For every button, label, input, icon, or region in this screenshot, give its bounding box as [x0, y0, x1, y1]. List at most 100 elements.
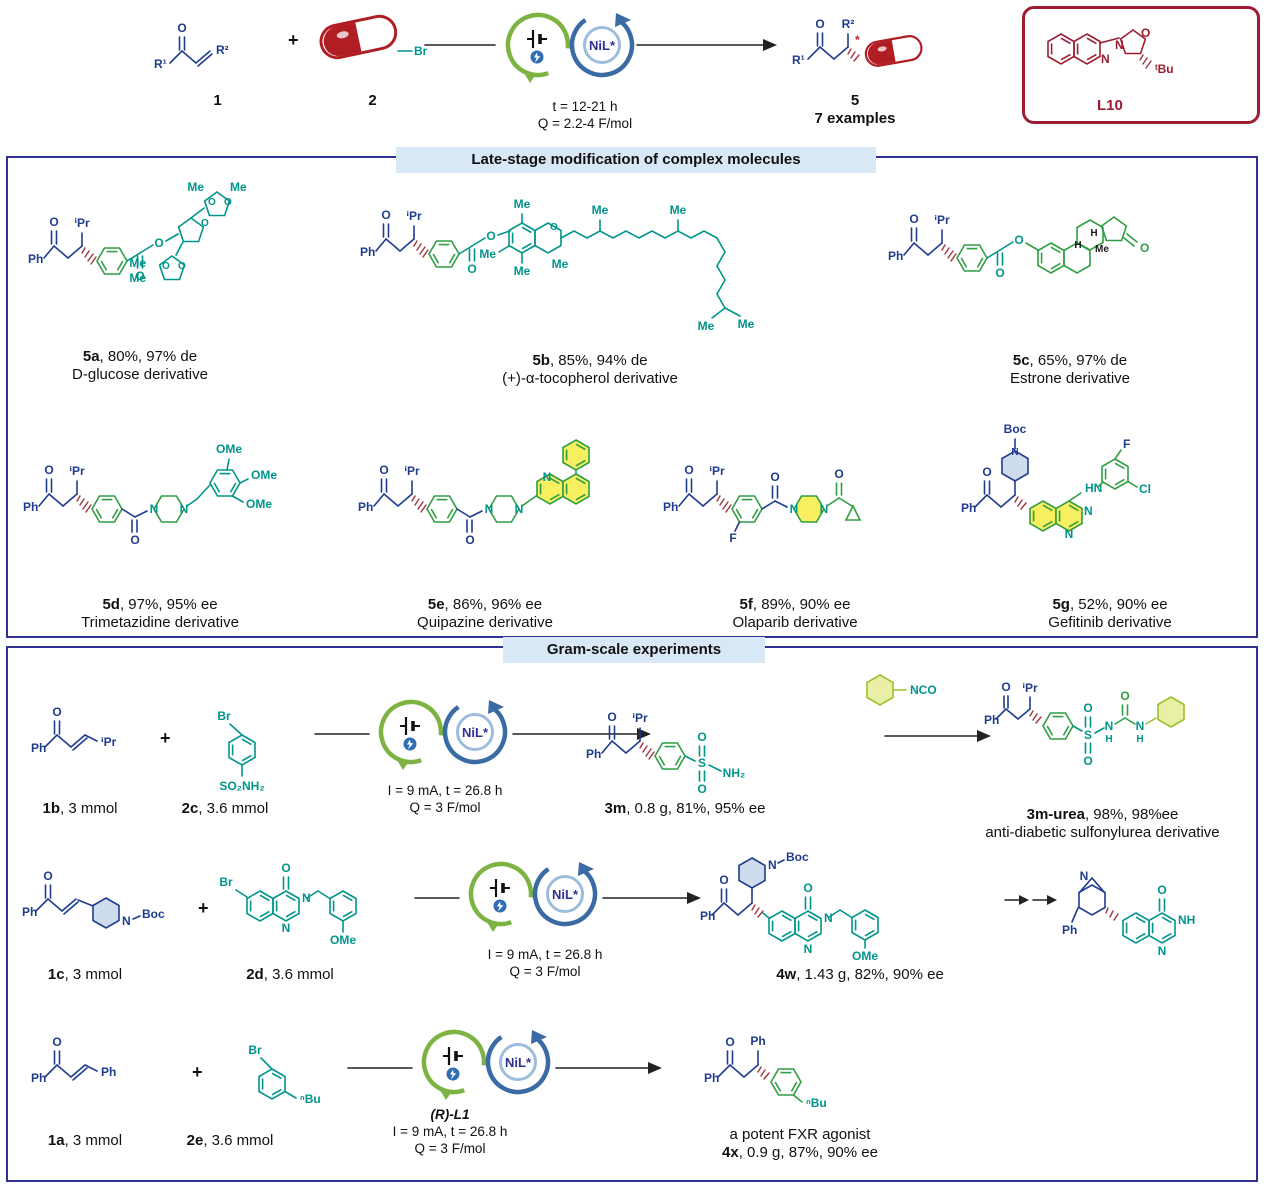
atom-label: Br [219, 875, 233, 889]
atom-label: O [208, 197, 216, 208]
electrochemical-cell-icon [500, 4, 643, 86]
atom-label: O [154, 236, 163, 250]
benzene-ring [426, 495, 458, 523]
atom-label: O [1120, 689, 1129, 703]
phenyl-ketone-fragment [27, 214, 97, 267]
structure-5a: O O O O O Me Me O O Me Me [27, 180, 247, 285]
caption-3m: 3m, 0.8 g, 81%, 95% ee [604, 800, 766, 817]
atom-label: NCO [910, 683, 937, 697]
plus-sign: + [198, 898, 209, 918]
atom-label: Ph [750, 1034, 765, 1048]
phenyl-ketone-fragment [887, 211, 957, 264]
arrowhead [687, 892, 701, 904]
atom-label: O [697, 730, 706, 744]
atom-label: H [1090, 228, 1097, 239]
structure-product-5: R¹ O R² * [792, 17, 925, 69]
atom-label: Me [552, 257, 569, 271]
benzene-ring [228, 734, 256, 766]
atom-label: N [543, 470, 552, 484]
atom-label: Ph [1062, 923, 1077, 937]
atom-label: O [465, 533, 474, 547]
atom-label: OMe [246, 497, 272, 511]
atom-label: N [1011, 447, 1018, 458]
pill-capsule [862, 33, 925, 69]
caption-2e: 2e, 3.6 mmol [186, 1132, 274, 1149]
methoxyphenyl-ring [329, 890, 357, 922]
atom-label: O [1140, 241, 1149, 255]
structure-2c: Br SO₂NH₂ [217, 709, 264, 793]
header-reaction-arrow [424, 4, 777, 97]
atom-label: F [729, 531, 736, 545]
atom-label: O [550, 222, 558, 233]
atom-label: ⁿBu [806, 1096, 827, 1110]
atom-label: O [178, 261, 186, 272]
atom-label: OMe [251, 468, 277, 482]
atom-label: H [1074, 240, 1081, 251]
atom-label: O [982, 465, 991, 479]
plus-sign: + [160, 728, 171, 748]
atom-label: N [1065, 527, 1074, 541]
atom-label: Me [514, 264, 531, 278]
structure-enone-1: R¹ O R² [154, 21, 229, 71]
conditions-row1: I = 9 mA, t = 26.8 h Q = 3 F/mol [387, 783, 503, 815]
atom-label: Ph [31, 1071, 46, 1085]
quinazolinone-benzo-ring [768, 910, 796, 942]
atom-label: H [1105, 734, 1112, 745]
chromane-aromatic-ring [508, 222, 536, 254]
atom-label: Boc [786, 850, 809, 864]
caption-5e: 5e, 86%, 96% ee Quipazine derivative [417, 596, 553, 631]
label-compound-1: 1 [213, 92, 222, 109]
conditions-row2: I = 9 mA, t = 26.8 h Q = 3 F/mol [487, 947, 603, 979]
arrowhead [1047, 895, 1057, 905]
label-product-5: 5 7 examples [814, 92, 896, 127]
atom-label: Ph [961, 501, 976, 515]
atom-label: O [281, 861, 290, 875]
atom-label: O [1001, 680, 1010, 694]
atom-label: O [815, 17, 824, 31]
atom-label: N [150, 502, 159, 516]
structure-1b: Ph O ⁱPr [31, 705, 117, 755]
ligand-box-l10: N O N ᵗBu L10 [1022, 6, 1260, 124]
structure-5c: O O O Me H H [887, 211, 1149, 280]
late-stage-banner: Late-stage modification of complex molec… [396, 147, 876, 173]
caption-3m-urea: 3m-urea, 98%, 98%ee anti-diabetic sulfon… [985, 806, 1220, 841]
ligand-condition: (R)-L1 [430, 1107, 470, 1122]
atom-label: Br [414, 44, 428, 58]
multi-step-arrow [1004, 895, 1057, 905]
atom-label: NH [1178, 913, 1195, 927]
cyclohexane-ring [1157, 696, 1185, 728]
atom-label: N [282, 921, 291, 935]
ligand-id: L10 [1097, 97, 1123, 114]
atom-label: N [1105, 719, 1114, 733]
atom-label: N [1115, 38, 1124, 52]
structure-cyclohexyl-isocyanate: NCO [866, 674, 937, 706]
cyclopropane-ring [844, 504, 862, 521]
quinazolinone-benzo-ring [246, 890, 274, 922]
atom-label: R¹ [154, 57, 167, 71]
pyridine-ring [1073, 33, 1101, 65]
phenyl-ketone-fragment [662, 462, 732, 515]
structure-1a: Ph O Ph [31, 1035, 116, 1085]
atom-label: ⁱPr [101, 735, 117, 749]
atom-label: N [790, 502, 799, 516]
benzene-ring [258, 1068, 286, 1100]
header-conditions: t = 12-21 h Q = 2.2-4 F/mol [537, 99, 633, 131]
caption-4w: 4w, 1.43 g, 82%, 90% ee [776, 966, 944, 983]
followup-arrow-row1 [884, 730, 991, 742]
arrowhead [1019, 895, 1029, 905]
conditions-row3: (R)-L1 I = 9 mA, t = 26.8 h Q = 3 F/mol [350, 1106, 550, 1157]
reaction-arrow-row3 [347, 1018, 662, 1106]
caption-2d: 2d, 3.6 mmol [246, 966, 334, 983]
structure-alkyl-bromide-2: Br [316, 11, 428, 63]
benzene-ring [654, 742, 686, 770]
quinazolinone-benzo-ring [1122, 912, 1150, 944]
atom-label: Br [217, 709, 231, 723]
caption-5f: 5f, 89%, 90% ee Olaparib derivative [732, 596, 858, 631]
structure-5e: O N N N [357, 439, 590, 547]
phytyl-chain [560, 230, 718, 239]
atom-label: N [1080, 869, 1089, 883]
atom-label: O [135, 269, 144, 283]
atom-label: N [485, 502, 494, 516]
plus-sign: + [288, 30, 299, 50]
